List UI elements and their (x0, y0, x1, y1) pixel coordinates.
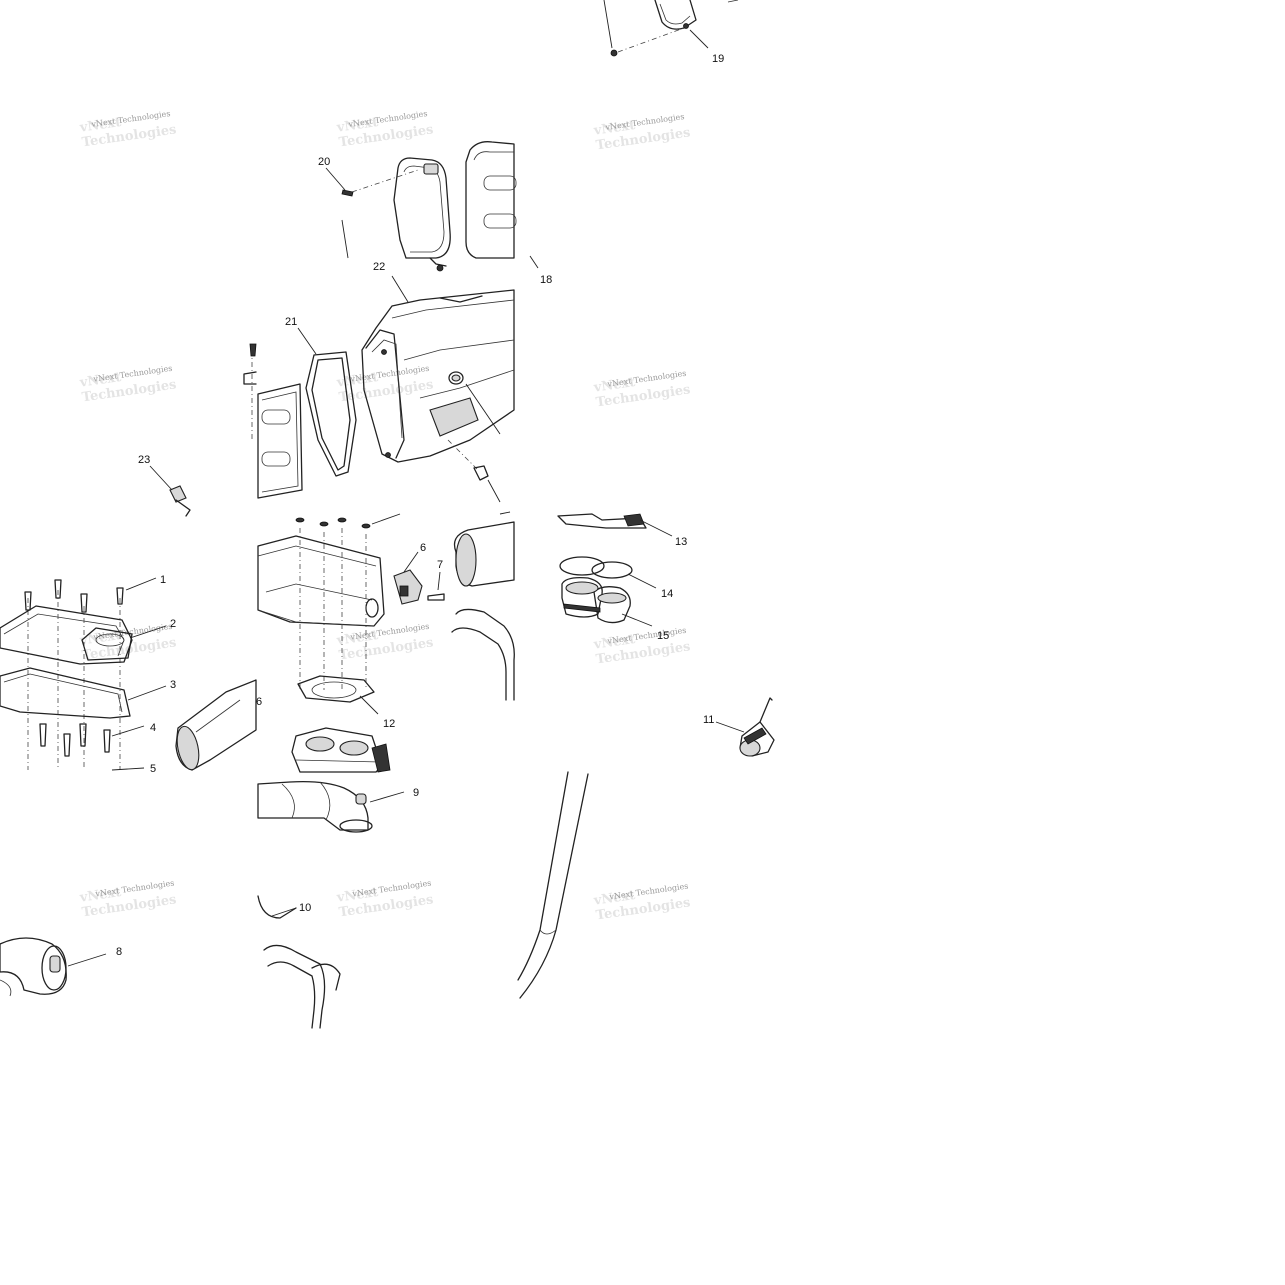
part-13-throttle-body (557, 513, 673, 537)
part-5-grommets (295, 513, 401, 529)
part-15-boots (561, 576, 653, 627)
part-11-hose-clamp (715, 697, 775, 757)
callout-8: 8 (116, 946, 122, 958)
part-filter-frame-left (243, 343, 303, 499)
callout-10: 10 (299, 902, 311, 914)
part-12-gasket (297, 675, 379, 715)
callout-15: 15 (657, 630, 669, 642)
svg-text:vNext: vNext (592, 118, 636, 139)
callout-6-sensor: 6 (420, 542, 426, 554)
callout-12: 12 (383, 718, 395, 730)
callout-21: 21 (285, 316, 297, 328)
callout-11: 11 (703, 714, 714, 726)
svg-text:vNext: vNext (592, 888, 636, 909)
part-10-hose (257, 895, 341, 1029)
callout-22: 22 (373, 261, 385, 273)
part-22-airbox-housing (361, 275, 515, 503)
callout-18: 18 (540, 274, 552, 286)
svg-text:vNext: vNext (592, 632, 636, 653)
part-21-gasket (297, 327, 357, 477)
part-long-hose (517, 771, 589, 999)
part-3-gasket (0, 667, 167, 719)
part-throttle-body (291, 727, 391, 773)
callout-4: 4 (150, 722, 156, 734)
callout-13: 13 (675, 536, 687, 548)
callout-20: 20 (318, 156, 330, 168)
callout-5: 5 (150, 763, 156, 775)
part-19-cover (603, 0, 739, 57)
svg-text:vNext: vNext (335, 115, 379, 136)
part-4-screws (39, 723, 145, 771)
part-airbox-base (257, 528, 385, 690)
part-9-elbow (257, 780, 405, 833)
callout-9: 9 (413, 787, 419, 799)
part-7-bolt (427, 571, 445, 601)
callout-2: 2 (170, 618, 176, 630)
callout-23: 23 (138, 454, 150, 466)
part-intake-tube-center (451, 511, 515, 701)
svg-text:vNext: vNext (592, 375, 636, 396)
svg-text:vNext: vNext (78, 885, 122, 906)
callout-1: 1 (160, 574, 166, 586)
callout-7: 7 (437, 559, 443, 571)
callout-3: 3 (170, 679, 176, 691)
callout-6-tube: 6 (256, 696, 262, 708)
svg-text:vNext: vNext (78, 115, 122, 136)
part-20-cover (325, 157, 451, 272)
svg-text:vNext: vNext (78, 370, 122, 391)
part-6-intake-tube-left (175, 679, 257, 771)
callout-19: 19 (712, 53, 724, 65)
part-8-elbow (0, 937, 107, 997)
part-18-filter-frame (465, 141, 539, 269)
part-23-sensor (149, 465, 191, 517)
part-2-cover (0, 605, 167, 665)
part-6-sensor (393, 551, 423, 605)
part-14-orings (559, 556, 657, 589)
callout-labels: 19 20 18 22 21 23 1 2 3 4 5 6 6 7 12 13 … (116, 53, 724, 958)
svg-text:vNext: vNext (335, 628, 379, 649)
svg-text:vNext: vNext (335, 885, 379, 906)
callout-14: 14 (661, 588, 673, 600)
